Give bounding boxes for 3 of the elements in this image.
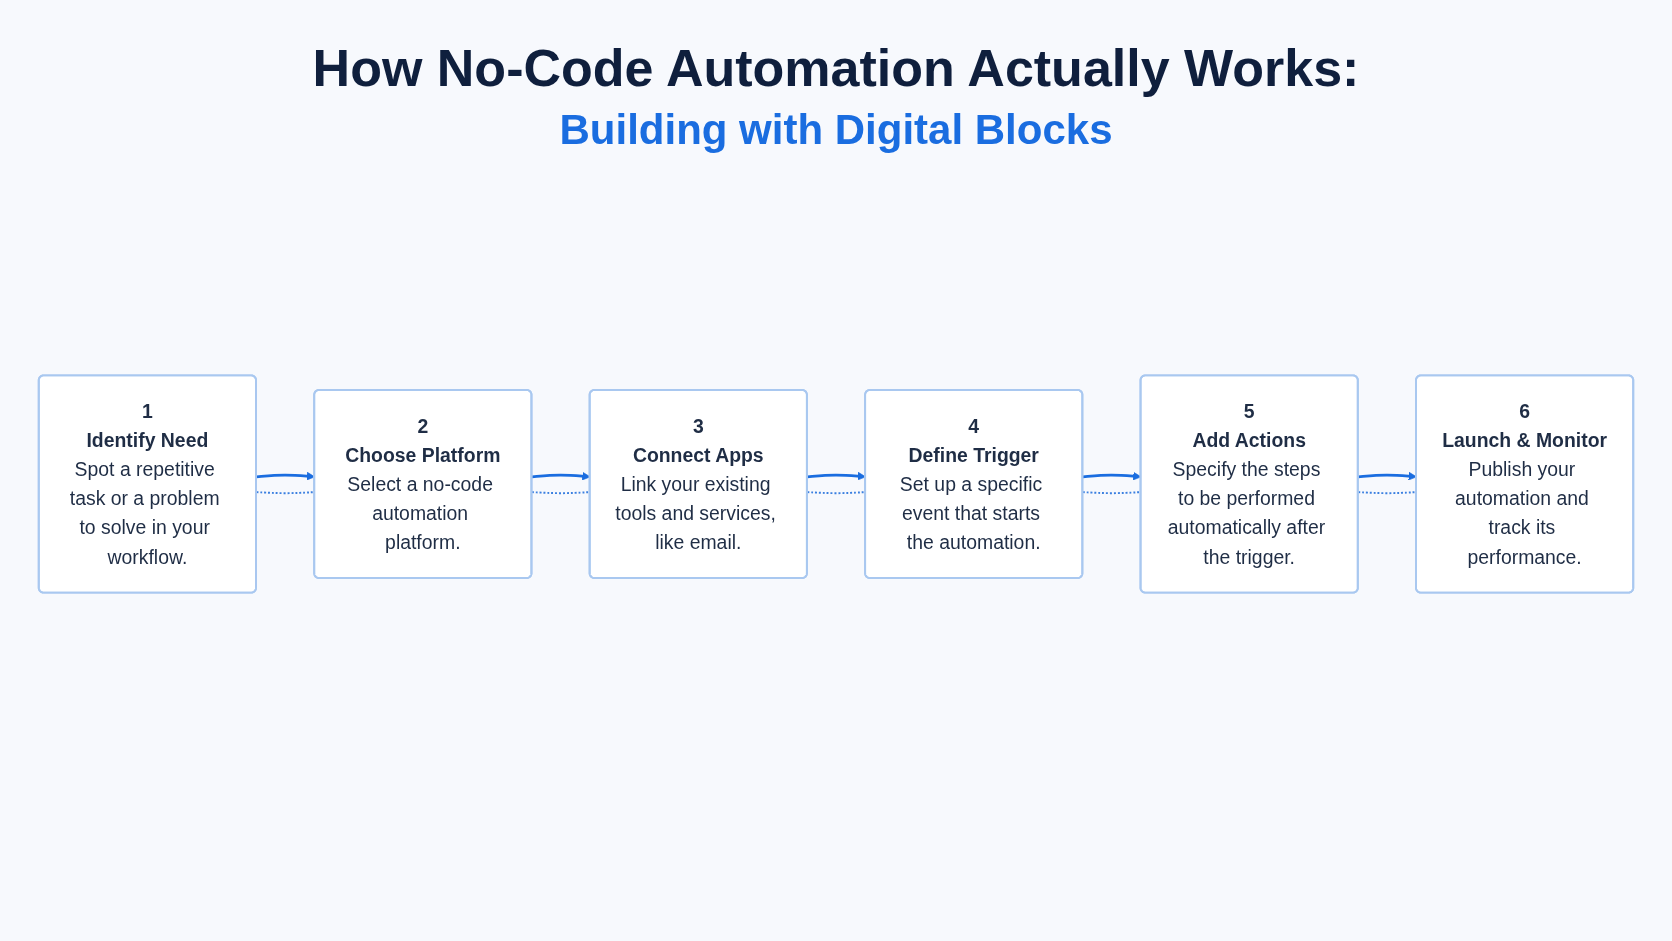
title: How No-Code Automation Actually Works: <box>312 38 1360 98</box>
subtitle: Building with Digital Blocks <box>559 106 1113 154</box>
arrow <box>807 471 866 481</box>
